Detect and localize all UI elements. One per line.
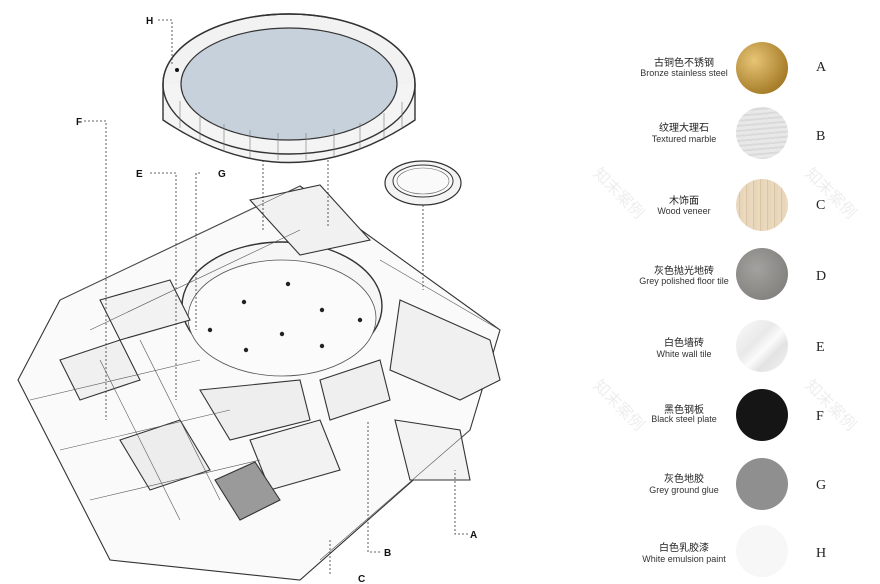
callout-c: C [358,574,365,582]
material-row-g: 灰色地胶 Grey ground glue G [600,456,860,516]
material-cn: 白色乳胶漆 [659,543,709,554]
callout-h: H [146,16,153,27]
material-cn: 纹理大理石 [659,123,709,134]
wood-swatch [736,179,788,231]
material-code: E [816,340,825,355]
grey-tile-swatch [736,248,788,300]
material-code: A [816,60,827,75]
ceiling-ring [162,13,416,164]
marble-swatch [736,107,788,159]
callout-g: G [218,169,226,180]
white-wall-tile-swatch [736,320,788,372]
material-code: G [816,478,827,493]
material-code: H [816,546,827,561]
material-en: White wall tile [656,349,712,359]
material-en: Grey ground glue [649,485,719,495]
callout-e: E [136,169,143,180]
material-cn: 木饰面 [669,196,699,207]
material-row-e: 白色墙砖 White wall tile E [600,318,860,378]
material-cn: 古铜色不锈钢 [654,58,714,69]
material-row-d: 灰色抛光地砖 Grey polished floor tile D [600,247,860,307]
black-steel-swatch [736,389,788,441]
bronze-swatch [736,42,788,94]
grey-glue-swatch [736,458,788,510]
callout-a: A [470,530,477,541]
material-cn: 灰色抛光地砖 [654,266,714,277]
material-row-a: 古铜色不锈钢 Bronze stainless steel A [600,38,860,98]
callout-b: B [384,548,391,559]
material-row-c: 木饰面 Wood veneer C [600,176,860,236]
material-row-f: 黑色钢板 Black steel plate F [600,387,860,447]
material-code: D [816,269,827,284]
axonometric-diagram: H F E G A B C [17,13,501,582]
small-ring [384,160,462,206]
material-cn: 白色墙砖 [664,338,704,349]
material-cn: 黑色钢板 [664,405,704,416]
material-row-b: 纹理大理石 Textured marble B [600,107,860,167]
material-en: Black steel plate [651,414,717,424]
material-row-h: 白色乳胶漆 White emulsion paint H [600,524,860,584]
material-en: White emulsion paint [642,554,726,564]
white-paint-swatch [736,525,788,577]
material-code: C [816,198,826,213]
material-en: Textured marble [651,134,717,144]
material-code: B [816,129,826,144]
material-en: Grey polished floor tile [639,276,729,286]
material-code: F [816,409,824,424]
material-en: Wood veneer [657,206,711,216]
material-en: Bronze stainless steel [640,68,728,78]
callout-f: F [76,117,82,128]
floor-plan [17,184,501,581]
material-cn: 灰色地胶 [664,474,704,485]
